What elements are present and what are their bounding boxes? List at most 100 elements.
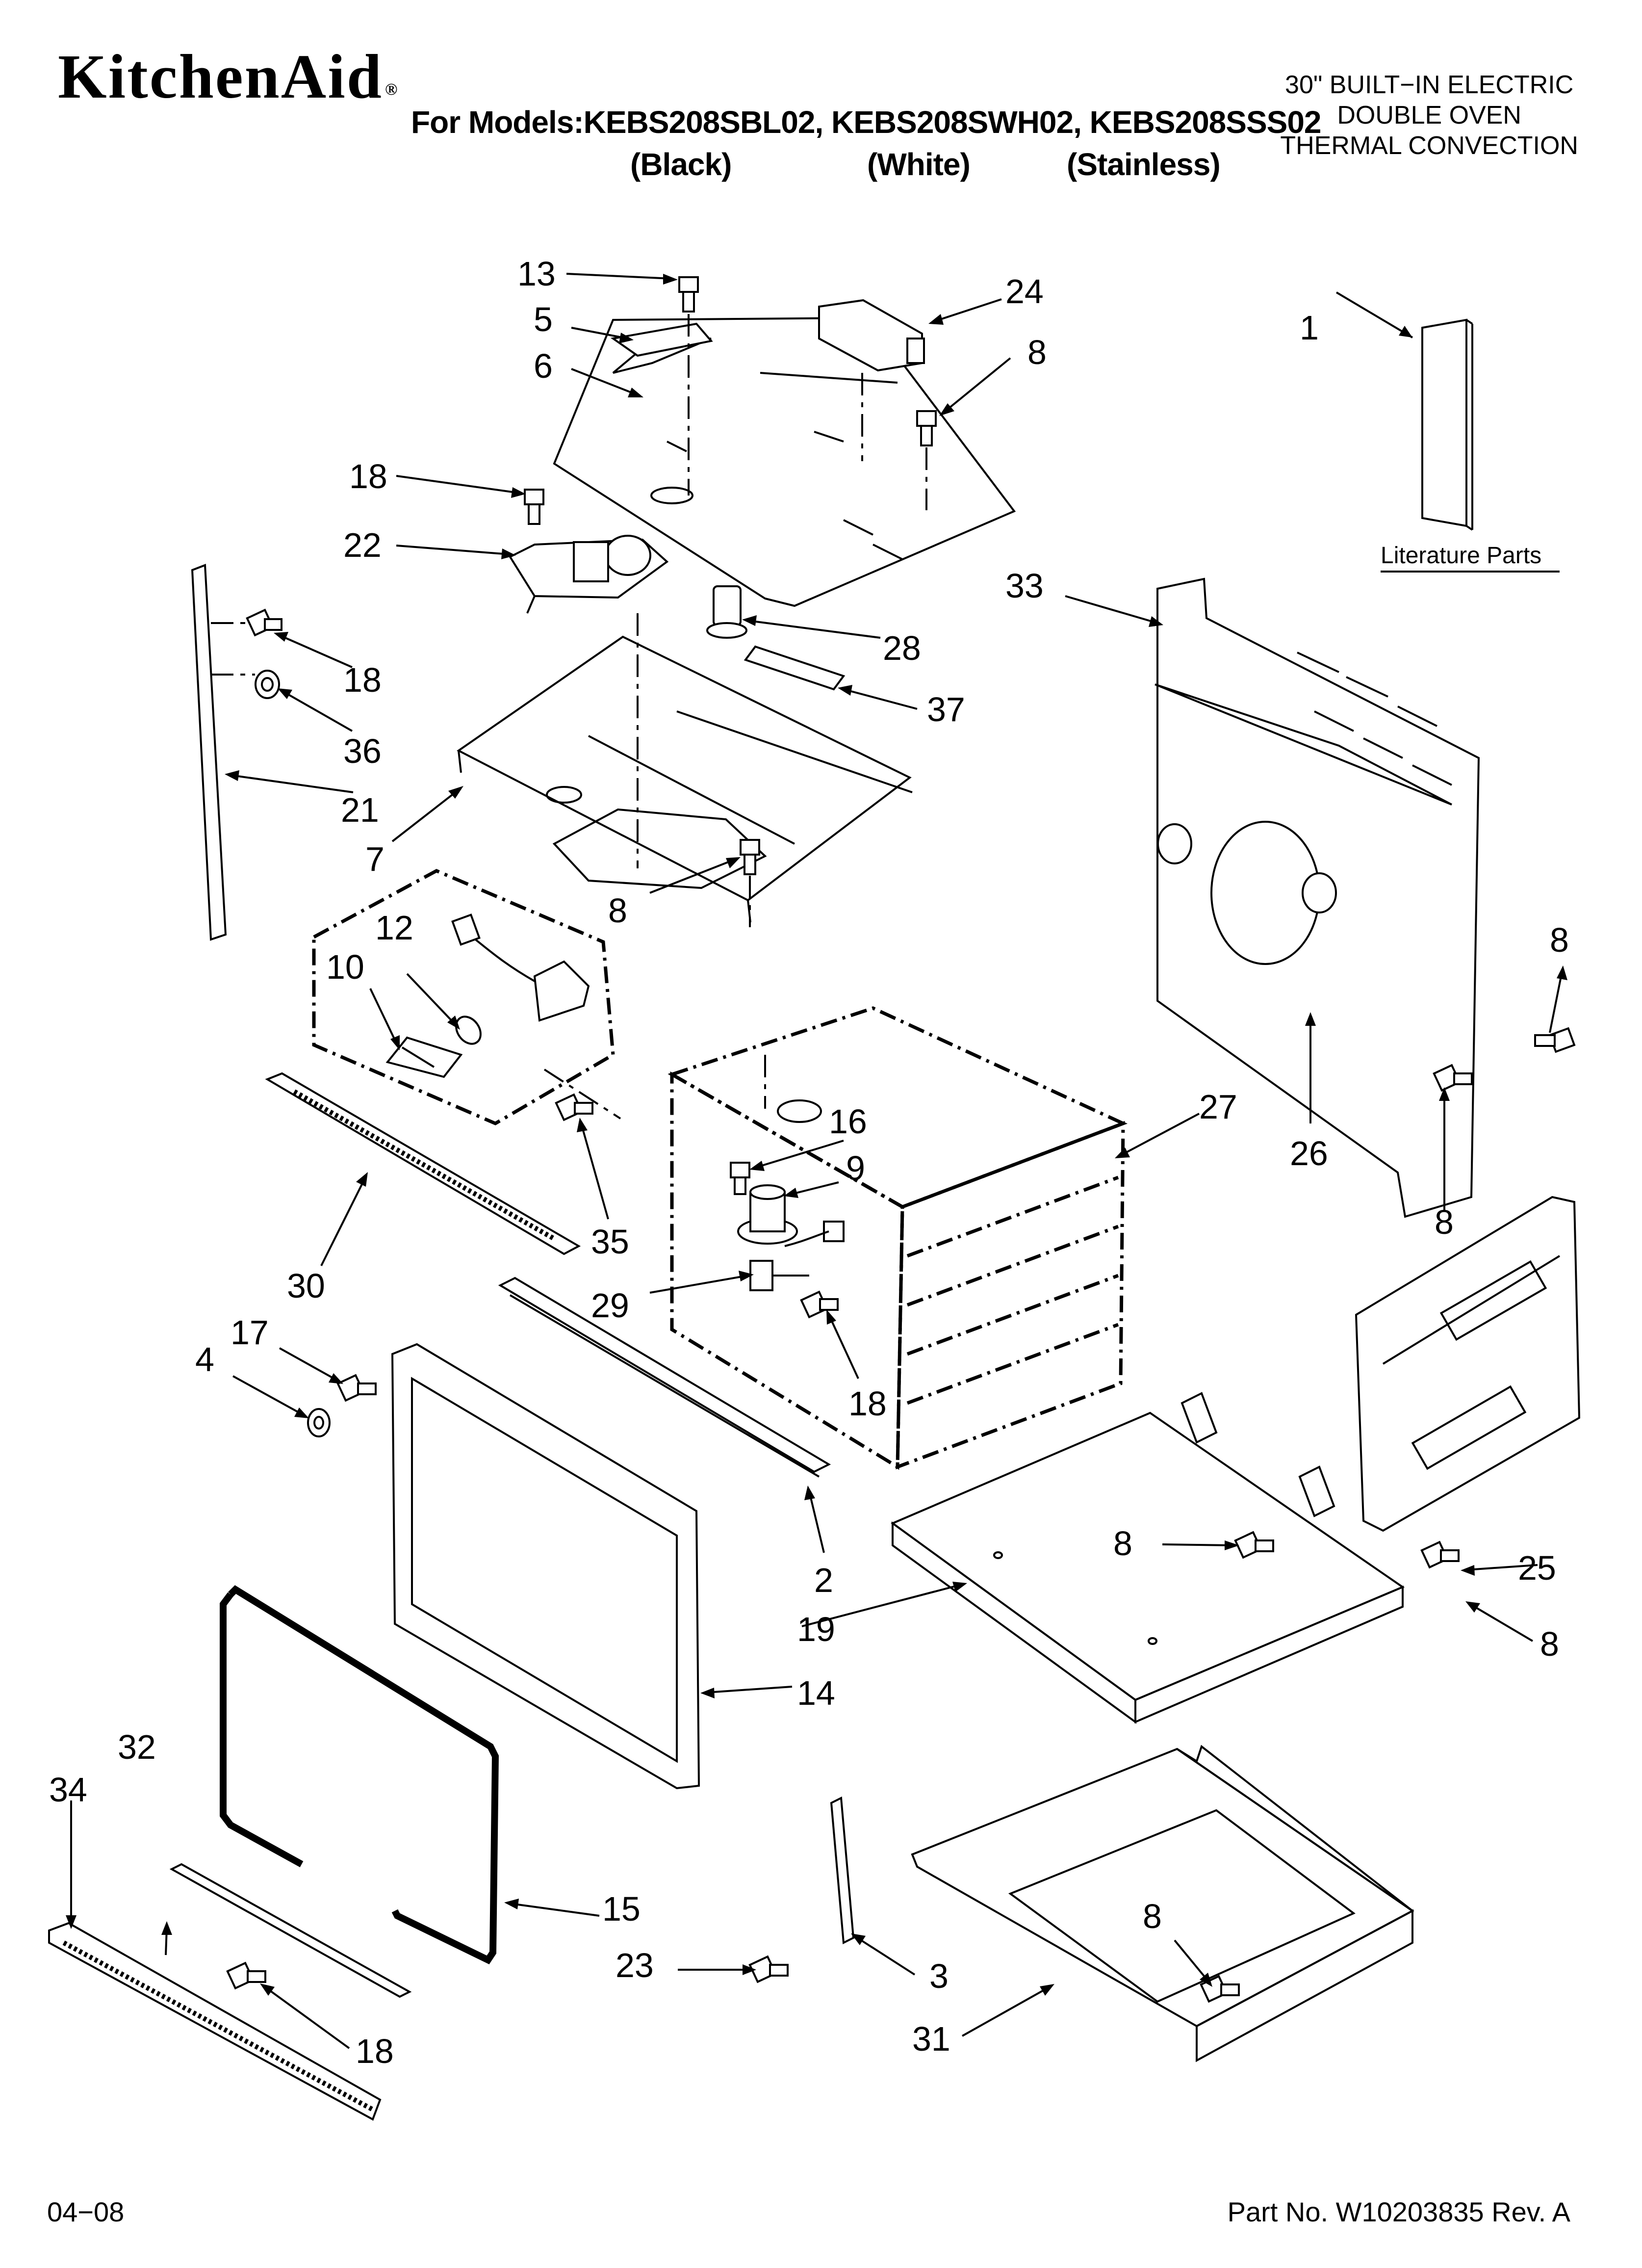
- leader-lines: [66, 273, 1567, 2049]
- part-top-bracket: [610, 322, 713, 357]
- models-line: For Models:KEBS208SBL02, KEBS208SWH02, K…: [411, 104, 1321, 140]
- callout-8-right: 8: [1550, 921, 1569, 959]
- part-rear-panel: [1155, 577, 1480, 1218]
- callout-32: 32: [118, 1728, 156, 1766]
- callout-3: 3: [929, 1957, 949, 1995]
- callout-27: 27: [1199, 1088, 1237, 1126]
- part-screw-8-side-panel: [1420, 1540, 1460, 1569]
- callout-18-top: 18: [349, 457, 387, 495]
- callout-14: 14: [797, 1674, 835, 1712]
- part-screw-18-trim: [226, 1961, 266, 1990]
- part-relay: [818, 299, 925, 461]
- callout-26: 26: [1290, 1134, 1328, 1173]
- part-door-vent-trim: [48, 1922, 382, 2121]
- callout-4: 4: [195, 1340, 214, 1379]
- callout-16: 16: [829, 1102, 867, 1141]
- part-screw-18-left: [246, 608, 282, 637]
- callout-30: 30: [287, 1267, 325, 1305]
- callout-24: 24: [1005, 272, 1044, 311]
- callout-8-mid: 8: [608, 891, 627, 930]
- brand-name: KitchenAid: [58, 42, 383, 111]
- product-line-1: 30" BUILT−IN ELECTRIC: [1285, 71, 1574, 99]
- part-side-panel: [1355, 1196, 1581, 1532]
- callout-15: 15: [602, 1890, 641, 1928]
- finish-black: (Black): [630, 147, 732, 182]
- finish-white: (White): [867, 147, 971, 182]
- callout-10: 10: [326, 948, 364, 986]
- callout-12: 12: [375, 909, 413, 947]
- callout-19: 19: [797, 1610, 835, 1648]
- part-sensor: [749, 1260, 809, 1291]
- part-light-assembly: [312, 869, 621, 1125]
- callout-9: 9: [846, 1149, 865, 1187]
- footer-date: 04−08: [47, 2196, 125, 2227]
- footer-part-number: Part No. W10203835 Rev. A: [1227, 2196, 1570, 2227]
- part-strip: [744, 645, 846, 691]
- product-line-3: THERMAL CONVECTION: [1280, 131, 1578, 160]
- callout-13: 13: [517, 255, 556, 293]
- part-oven-cavity: [667, 1006, 1128, 1470]
- part-thermostat: [706, 585, 747, 639]
- part-grommet: [255, 670, 280, 699]
- callout-8-top: 8: [1027, 333, 1047, 371]
- part-screw-8-bottom-cover: [1234, 1531, 1274, 1559]
- callout-18-cavity: 18: [848, 1384, 887, 1423]
- finish-stainless: (Stainless): [1067, 147, 1221, 182]
- product-line-2: DOUBLE OVEN: [1337, 101, 1521, 130]
- part-screw-13: [678, 276, 699, 495]
- callout-21: 21: [341, 791, 379, 829]
- callout-7: 7: [365, 840, 385, 878]
- callout-labels: 13 5 6 24 8 1 Literature Parts 18 22 33 …: [49, 255, 1569, 2070]
- part-hinge-bracket: [830, 1796, 855, 1945]
- part-motor-bracket: [509, 535, 669, 614]
- callout-31: 31: [912, 2020, 950, 2058]
- brand-logo: KitchenAid®: [58, 45, 399, 108]
- callout-35: 35: [591, 1223, 629, 1261]
- callout-8-tray: 8: [1143, 1897, 1162, 1935]
- part-door-seal-strip: [169, 1863, 412, 1998]
- part-screw-23: [748, 1955, 789, 1983]
- part-knob: [307, 1408, 331, 1437]
- part-screw-top-right: [916, 410, 937, 510]
- callout-5: 5: [534, 300, 553, 339]
- product-description: 30" BUILT−IN ELECTRIC DOUBLE OVEN THERMA…: [1280, 70, 1578, 161]
- part-screw-18-top: [524, 489, 544, 525]
- callout-29: 29: [591, 1286, 629, 1325]
- callout-23: 23: [616, 1946, 654, 1984]
- part-literature: [1335, 291, 1560, 573]
- callout-28: 28: [883, 629, 921, 667]
- registered-mark: ®: [385, 80, 399, 99]
- callout-8-rear: 8: [1435, 1203, 1454, 1241]
- part-screw-8-rear-low: [1433, 1064, 1473, 1092]
- callout-8-side: 8: [1540, 1625, 1559, 1663]
- callout-22: 22: [343, 526, 382, 564]
- part-side-rail: [191, 564, 255, 941]
- part-screw-18-cavity: [800, 1290, 839, 1319]
- part-screw-35: [555, 1093, 593, 1121]
- part-screw-17: [336, 1374, 377, 1402]
- part-convection-fan-motor: [737, 1184, 798, 1245]
- callout-37: 37: [927, 690, 965, 729]
- part-door-gasket: [220, 1585, 499, 1964]
- callout-17: 17: [231, 1313, 269, 1352]
- part-front-frame-strip: [498, 1277, 831, 1478]
- part-wire-connector: [784, 1221, 845, 1247]
- part-top-panel: [553, 316, 1016, 607]
- part-screw-8-bottom-panel: [740, 839, 760, 927]
- callout-34: 34: [49, 1771, 87, 1809]
- literature-parts-label: Literature Parts: [1381, 543, 1541, 569]
- part-door-frame: [391, 1343, 700, 1790]
- callout-33: 33: [1005, 567, 1044, 605]
- callout-36: 36: [343, 732, 382, 770]
- part-screw-16: [730, 1162, 750, 1195]
- callout-18-left: 18: [343, 661, 382, 699]
- callout-2: 2: [814, 1561, 833, 1599]
- part-vent-trim: [265, 1072, 581, 1255]
- callout-25: 25: [1518, 1549, 1556, 1587]
- part-bottom-tray: [911, 1745, 1414, 2062]
- callout-18-trim: 18: [356, 2032, 394, 2070]
- callout-6: 6: [534, 347, 553, 385]
- part-screw-8-rear-right: [1534, 1027, 1576, 1053]
- callout-1: 1: [1300, 309, 1319, 347]
